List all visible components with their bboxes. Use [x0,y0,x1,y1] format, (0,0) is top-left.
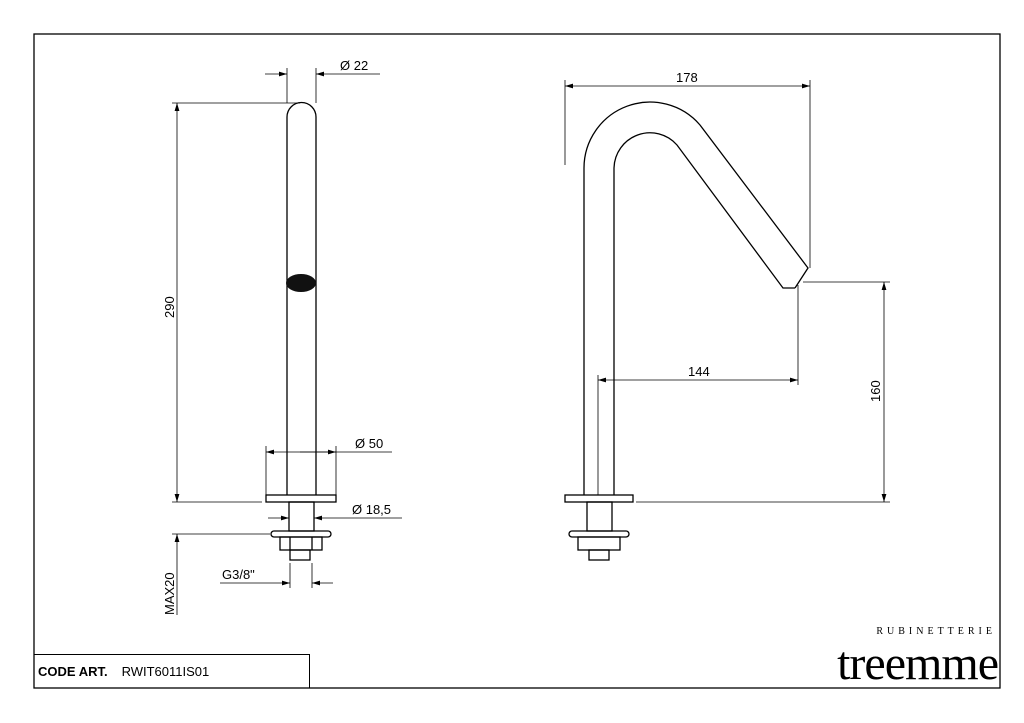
dim-base-diameter: Ø 50 [355,436,383,451]
dim-reach: 144 [688,364,710,379]
sensor-window [286,274,316,292]
code-value: RWIT6011IS01 [121,664,210,679]
drawing-frame [33,33,1001,689]
code-label: CODE ART. [38,664,108,679]
title-block: CODE ART. RWIT6011IS01 [34,654,310,688]
dim-shank-diameter: Ø 18,5 [352,502,391,517]
dim-tube-diameter: Ø 22 [340,58,368,73]
brand-name: treemme [837,637,999,690]
dim-height: 290 [162,296,177,318]
dim-spout-height: 160 [868,380,883,402]
dim-max-thickness: MAX20 [162,572,177,615]
front-view-dimensions: Ø 22 290 Ø 50 Ø 18,5 MAX20 G3/8" [162,58,402,615]
side-view-spout [564,101,809,561]
dim-width: 178 [676,70,698,85]
brand-subtitle: RUBINETTERIE [876,626,996,637]
side-view-dimensions: 178 144 160 [564,70,890,503]
front-view-spout [265,101,337,561]
brand-logo: RUBINETTERIE treemme [837,626,999,690]
dim-thread: G3/8" [222,567,255,582]
